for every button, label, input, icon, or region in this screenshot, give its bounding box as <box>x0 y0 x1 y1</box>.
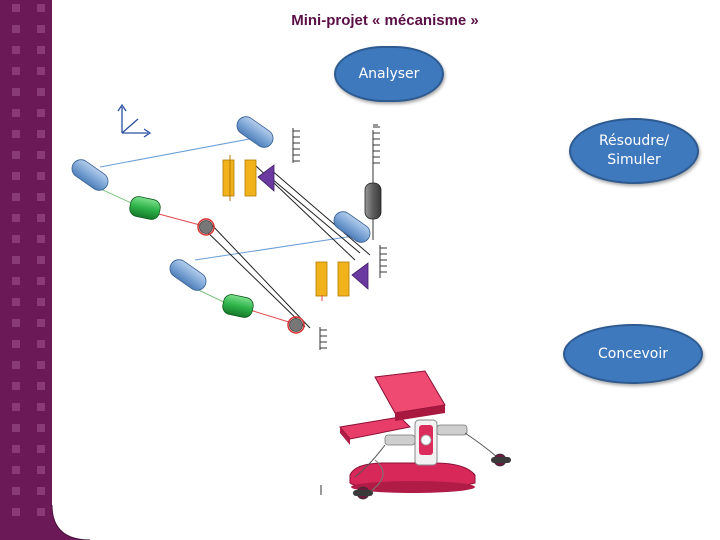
ground-hatch-icon <box>319 327 327 350</box>
band-square <box>37 319 45 327</box>
blue-cylinder <box>236 116 274 148</box>
band-square <box>12 424 20 432</box>
band-square <box>12 46 20 54</box>
analyser-bubble[interactable]: Analyser <box>334 46 444 102</box>
hand-grip <box>353 486 373 500</box>
band-square <box>37 382 45 390</box>
band-square <box>37 445 45 453</box>
slide-title: Mini-projet « mécanisme » <box>291 12 479 29</box>
band-square <box>12 25 20 33</box>
band-square <box>12 277 20 285</box>
band-square <box>12 88 20 96</box>
band-square <box>37 235 45 243</box>
band-square <box>37 109 45 117</box>
stepper-machine-image <box>320 370 511 500</box>
band-square <box>37 508 45 516</box>
band-square <box>37 298 45 306</box>
blue-cylinder <box>71 159 109 191</box>
band-square <box>37 487 45 495</box>
concevoir-label: Concevoir <box>597 345 669 362</box>
band-square <box>12 361 20 369</box>
band-square <box>12 256 20 264</box>
band-square <box>37 130 45 138</box>
band-square <box>37 340 45 348</box>
band-square <box>12 319 20 327</box>
band-square <box>37 403 45 411</box>
band-square <box>12 130 20 138</box>
band-square <box>12 487 20 495</box>
band-square <box>37 25 45 33</box>
green-cylinder <box>129 196 161 220</box>
ground-hatch-icon <box>379 245 387 278</box>
band-square <box>37 193 45 201</box>
band-square <box>12 109 20 117</box>
band-square <box>37 466 45 474</box>
purple-wedge <box>351 262 369 290</box>
band-square <box>37 277 45 285</box>
band-square <box>37 151 45 159</box>
band-square <box>12 193 20 201</box>
green-cylinder <box>222 294 254 318</box>
ground-hatch-icon <box>292 128 300 163</box>
ground-hatch-icon <box>373 124 380 164</box>
band-square <box>12 382 20 390</box>
band-square <box>37 424 45 432</box>
band-square <box>12 466 20 474</box>
grey-joint <box>197 218 215 236</box>
band-square <box>12 508 20 516</box>
band-square <box>12 445 20 453</box>
band-square <box>12 340 20 348</box>
band-square <box>37 4 45 12</box>
band-square <box>12 298 20 306</box>
analyser-label: Analyser <box>358 65 420 82</box>
band-square <box>12 235 20 243</box>
band-square <box>12 151 20 159</box>
band-square <box>37 214 45 222</box>
band-square <box>37 361 45 369</box>
grey-joint <box>287 316 305 334</box>
purple-wedge <box>257 164 275 192</box>
yellow-slider <box>315 261 350 301</box>
band-square <box>12 214 20 222</box>
band-square <box>37 88 45 96</box>
coordinate-axes-icon <box>117 103 152 138</box>
band-square <box>37 46 45 54</box>
mechanism-schematic <box>71 103 387 350</box>
band-square <box>37 256 45 264</box>
simuler-label: Simuler <box>607 152 661 168</box>
hand-grip <box>491 453 511 467</box>
resoudre-label: Résoudre/ <box>598 133 670 150</box>
yellow-slider <box>222 155 257 201</box>
concevoir-bubble[interactable]: Concevoir <box>563 324 703 384</box>
band-square <box>37 172 45 180</box>
blue-cylinder <box>333 211 371 243</box>
resoudre-simuler-bubble[interactable]: Résoudre/ Simuler <box>569 118 699 184</box>
band-square <box>12 403 20 411</box>
band-square <box>37 67 45 75</box>
band-square <box>12 4 20 12</box>
band-square <box>12 67 20 75</box>
grey-piston <box>364 130 382 240</box>
band-square <box>12 172 20 180</box>
blue-cylinder <box>169 259 207 291</box>
